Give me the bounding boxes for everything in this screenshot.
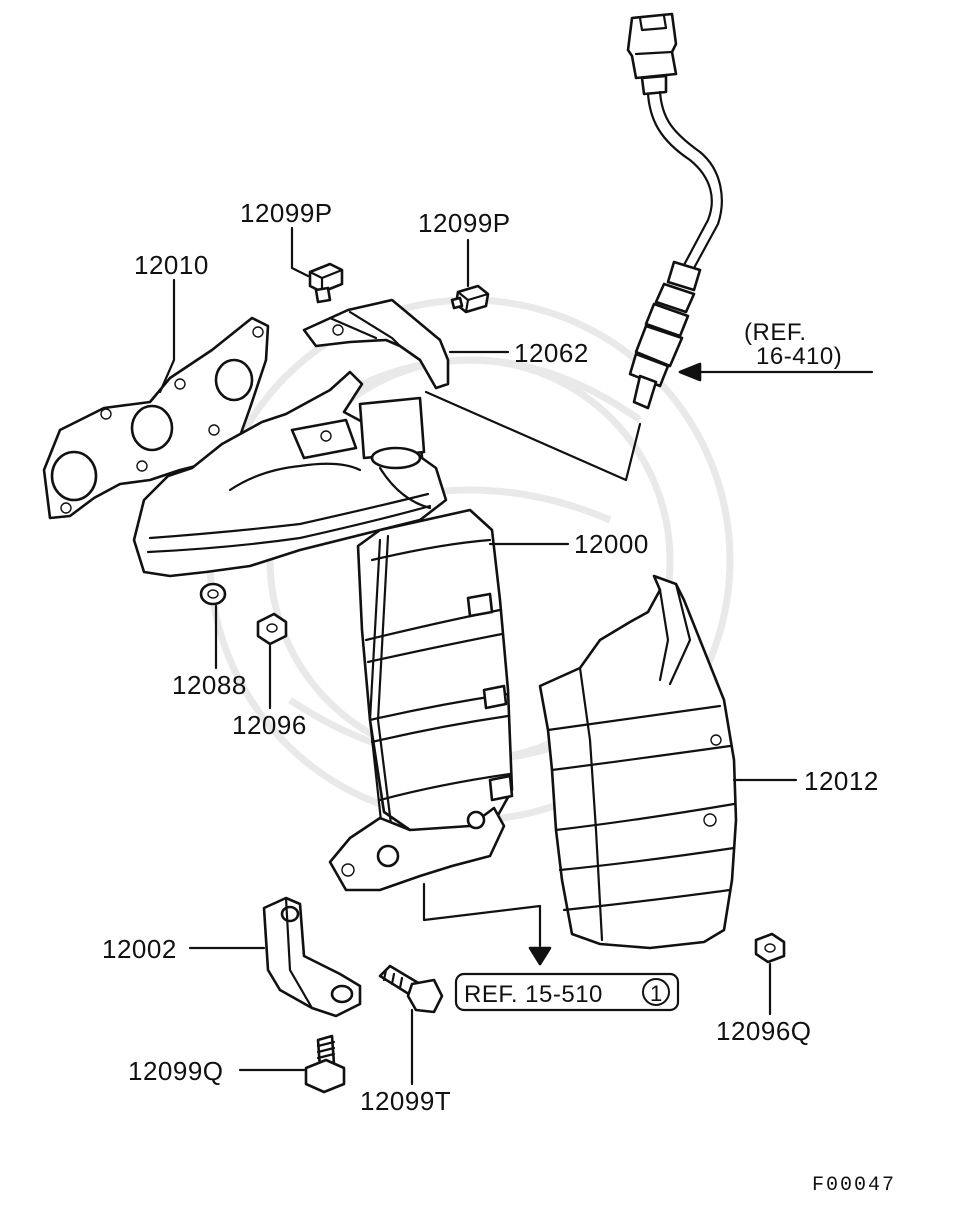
bracket-12062: [302, 298, 450, 390]
oxygen-sensor: [626, 12, 723, 410]
label-12000: 12000: [574, 529, 649, 559]
bracket-12002: [262, 896, 362, 1018]
label-12096Q: 12096Q: [716, 1016, 812, 1046]
label-12010: 12010: [134, 250, 209, 280]
label-12099P-left: 12099P: [240, 198, 333, 228]
label-12002: 12002: [102, 934, 177, 964]
ref-15-510-circle-number: 1: [650, 981, 663, 1006]
ref-16-410-line1: (REF.: [744, 319, 807, 346]
nut-12096: [256, 612, 288, 646]
ref-16-410-line2: 16-410): [756, 343, 842, 370]
exhaust-manifold-12000: [132, 370, 514, 892]
label-12062: 12062: [514, 338, 589, 368]
nut-12096Q: [754, 932, 786, 964]
bolt-12099P-left: [308, 262, 344, 304]
label-12099P-right: 12099P: [418, 208, 511, 238]
label-12099T: 12099T: [360, 1086, 451, 1116]
manifold-gasket-12010: [42, 316, 270, 520]
leader-lines: [158, 226, 874, 1086]
ref-15-510-text: REF. 15-510: [464, 981, 603, 1008]
label-12012: 12012: [804, 766, 879, 796]
ref-15-510-box: REF. 15-510 1: [454, 972, 680, 1012]
bolt-12099Q: [304, 1034, 346, 1094]
label-12096: 12096: [232, 710, 307, 740]
figure-code: F00047: [812, 1174, 896, 1197]
heat-shield-12012: [538, 574, 738, 950]
label-12099Q: 12099Q: [128, 1056, 224, 1086]
bolt-12099P-right: [450, 284, 490, 314]
label-12088: 12088: [172, 670, 247, 700]
washer-12088: [199, 582, 227, 606]
bolt-12099T: [378, 964, 444, 1014]
